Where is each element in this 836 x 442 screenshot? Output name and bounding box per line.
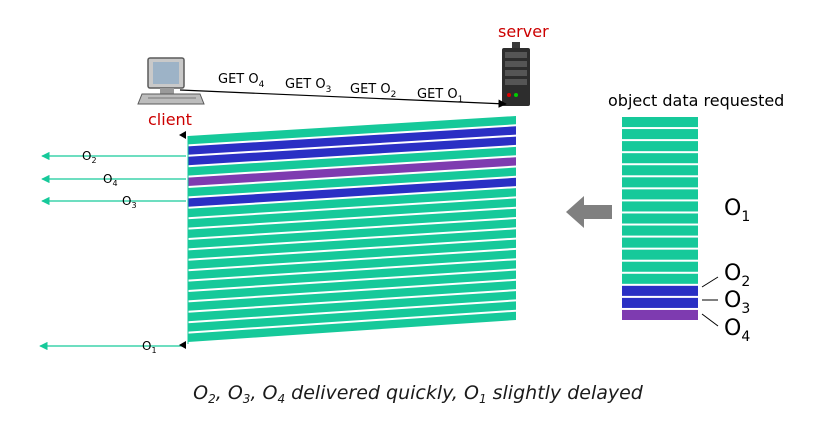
object-block-green	[622, 177, 698, 188]
object-block-green	[622, 213, 698, 224]
stream-stripe-green	[188, 167, 516, 197]
stream-stripe-blue	[188, 126, 516, 155]
object-block-blue	[622, 285, 698, 296]
stream-stripe-blue	[188, 177, 516, 207]
object-label-o4: O4	[724, 316, 750, 345]
arrival-tip-bottom	[179, 341, 186, 349]
object-block-purple	[622, 309, 698, 320]
object-leader-o2	[701, 276, 719, 288]
stream-stripe-green	[188, 311, 516, 342]
object-block-green	[622, 249, 698, 260]
object-block-green	[622, 189, 698, 200]
caption: O2, O3, O4 delivered quickly, O1 slightl…	[193, 382, 643, 406]
stream-stripe-green	[188, 229, 516, 259]
client-computer-icon	[137, 57, 205, 105]
object-label-o2: O2	[724, 261, 750, 290]
arrival-label-o3: O3	[122, 194, 137, 210]
request-label-4: GET O1	[417, 87, 463, 105]
arrival-tip-top	[179, 131, 186, 139]
object-block-green	[622, 129, 698, 140]
object-data-column	[622, 117, 698, 320]
stream-stripe-green	[188, 146, 516, 176]
object-block-blue	[622, 297, 698, 308]
request-label-3: GET O2	[350, 82, 396, 100]
server-icon	[502, 42, 530, 106]
request-label-1: GET O4	[218, 72, 265, 90]
stream-stripe-purple	[188, 157, 516, 186]
request-arrow	[179, 89, 507, 108]
object-block-green	[622, 225, 698, 236]
stream-stripe-blue	[188, 136, 516, 166]
client-label: client	[148, 110, 192, 129]
stream-stripe-green	[188, 249, 516, 280]
object-block-green	[622, 237, 698, 248]
object-label-o1: O1	[724, 196, 750, 225]
arrival-label-o4: O4	[103, 172, 118, 188]
object-block-green	[622, 273, 698, 284]
stream-stripe-green	[188, 270, 516, 301]
stream-stripe-green	[188, 280, 516, 311]
object-block-green	[622, 165, 698, 176]
stream-stripe-green	[188, 239, 516, 270]
stream-stripe-green	[188, 219, 516, 249]
stream-stripe-green	[188, 188, 516, 218]
object-block-green	[622, 261, 698, 272]
stream-stripe-green	[188, 291, 516, 322]
object-leader-o4	[701, 313, 719, 327]
object-data-requested-label: object data requested	[608, 91, 784, 110]
object-block-green	[622, 201, 698, 212]
stream-stripe-green	[188, 208, 516, 238]
arrival-label-o1: O1	[142, 339, 157, 355]
stream-stripe-green	[188, 198, 516, 228]
arrival-label-o2: O2	[82, 149, 97, 165]
response-stream	[188, 116, 516, 342]
object-label-o3: O3	[724, 288, 750, 317]
object-block-green	[622, 153, 698, 164]
object-block-green	[622, 141, 698, 152]
object-block-green	[622, 117, 698, 128]
server-label: server	[498, 22, 549, 41]
gray-arrow-icon	[566, 196, 612, 228]
request-label-2: GET O3	[285, 77, 331, 95]
stream-stripe-green	[188, 301, 516, 332]
stream-stripe-green	[188, 116, 516, 145]
stream-stripe-green	[188, 260, 516, 290]
